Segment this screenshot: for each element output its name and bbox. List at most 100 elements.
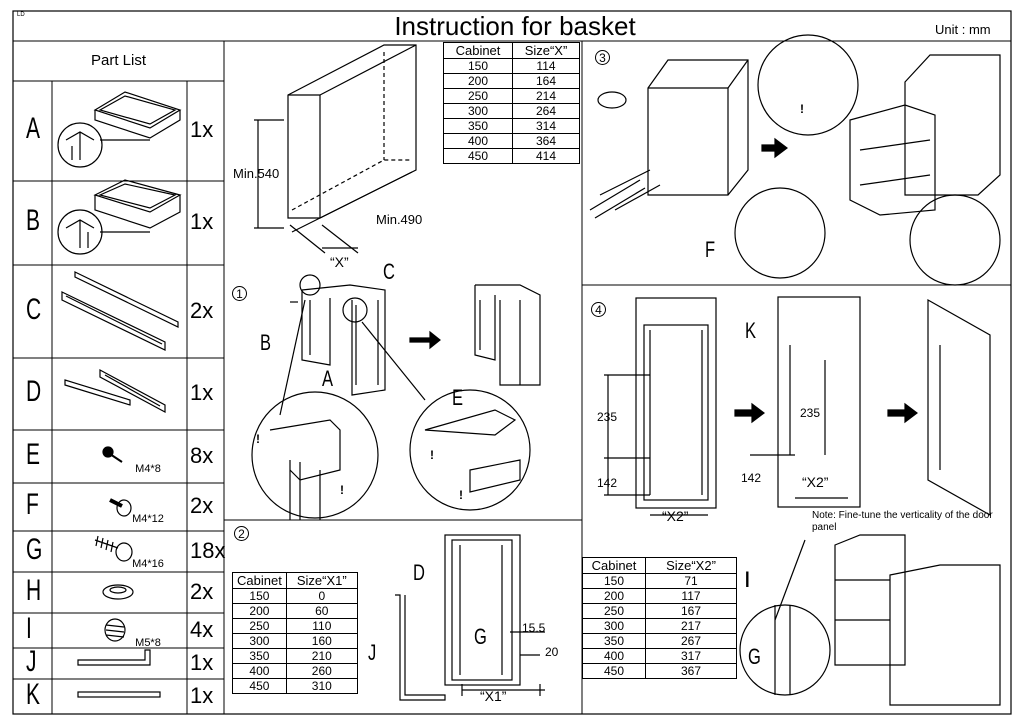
dim-x2-a: “X2” — [662, 508, 689, 524]
table-cell: 300 — [443, 103, 513, 119]
warning-icon: ! — [430, 448, 434, 462]
table-header: Cabinet — [443, 42, 513, 59]
table-cell: 364 — [512, 133, 580, 149]
warning-icon: ! — [340, 483, 344, 497]
part-list-title: Part List — [90, 52, 147, 69]
table-header: Cabinet — [232, 572, 287, 589]
depth-dimension: Min.490 — [376, 212, 423, 227]
part-g-drawing — [94, 535, 133, 562]
table-cell: 350 — [582, 633, 646, 649]
table-cell: 250 — [232, 618, 287, 634]
part-code: M4*16 — [132, 557, 164, 570]
table-header: Size“X” — [512, 42, 580, 59]
table-cell: 317 — [645, 648, 737, 664]
table-cell: 367 — [645, 663, 737, 679]
part-quantity: 8x — [190, 442, 214, 468]
label-k: K — [745, 318, 757, 343]
table-cell: 350 — [443, 118, 513, 134]
corner-mark: LD — [17, 12, 25, 18]
table-cell: 250 — [443, 88, 513, 104]
label-i: I — [745, 567, 750, 592]
table-cell: 200 — [443, 73, 513, 89]
table-cell: 117 — [645, 588, 737, 604]
page-title: Instruction for basket — [394, 11, 636, 41]
step-4-marker: 4 — [591, 302, 606, 317]
part-letter: G — [26, 532, 43, 566]
table-cell: 250 — [582, 603, 646, 619]
step5-drawing — [739, 534, 1001, 706]
part-f-drawing — [109, 498, 132, 517]
part-code: M5*8 — [135, 636, 161, 649]
note-text: Note: Fine-tune the verticality of the d… — [812, 510, 993, 533]
table-cell: 310 — [285, 678, 358, 694]
warning-icon: ! — [256, 432, 260, 446]
table-cell: 400 — [582, 648, 646, 664]
part-quantity: 1x — [190, 649, 214, 675]
step2-drawing — [395, 534, 545, 701]
table-cell: 214 — [512, 88, 580, 104]
part-letter: J — [26, 644, 37, 678]
part-b-drawing — [57, 179, 182, 255]
part-quantity: 1x — [190, 682, 214, 708]
label-f: F — [705, 237, 716, 262]
warning-icon: ! — [800, 102, 804, 116]
part-letter: K — [26, 677, 41, 711]
width-dimension: “X” — [330, 254, 349, 270]
part-e-drawing — [102, 446, 123, 463]
table-cell: 400 — [232, 663, 287, 679]
step4-drawing — [604, 296, 991, 517]
table-cell: 260 — [285, 663, 358, 679]
table-cell: 210 — [285, 648, 358, 664]
table-cell: 0 — [285, 588, 358, 604]
table-cell: 300 — [582, 618, 646, 634]
dim-x2-b: “X2” — [802, 474, 829, 490]
table-cell: 114 — [512, 58, 580, 74]
label-j: J — [368, 640, 377, 665]
table-cell: 200 — [232, 603, 287, 619]
part-quantity: 1x — [190, 209, 214, 234]
table-cell: 264 — [512, 103, 580, 119]
part-letter: D — [26, 375, 42, 408]
part-quantity: 4x — [190, 616, 214, 642]
table-cell: 450 — [582, 663, 646, 679]
dim-235-a: 235 — [597, 410, 618, 424]
label-g: G — [474, 624, 487, 649]
dim-142-a: 142 — [597, 476, 618, 490]
table-cell: 267 — [645, 633, 737, 649]
part-letter: I — [26, 611, 32, 645]
label-d: D — [413, 560, 425, 585]
part-letter: H — [26, 573, 42, 607]
label-c: C — [383, 259, 395, 284]
table-cell: 164 — [512, 73, 580, 89]
table-cell: 350 — [232, 648, 287, 664]
dim-235-b: 235 — [800, 406, 821, 420]
table-header: Size“X1” — [285, 572, 358, 589]
table-cell: 450 — [443, 148, 513, 164]
part-letter: A — [26, 112, 41, 145]
step-1-marker: 1 — [232, 286, 247, 301]
part-d-drawing — [64, 368, 166, 414]
part-letter: C — [26, 292, 42, 326]
part-code: M4*12 — [132, 513, 164, 525]
label-b: B — [260, 330, 272, 355]
step1-drawing — [251, 274, 541, 520]
table-cell: 150 — [582, 573, 646, 589]
part-a-drawing — [57, 91, 182, 168]
table-cell: 314 — [512, 118, 580, 134]
table-cell: 450 — [232, 678, 287, 694]
